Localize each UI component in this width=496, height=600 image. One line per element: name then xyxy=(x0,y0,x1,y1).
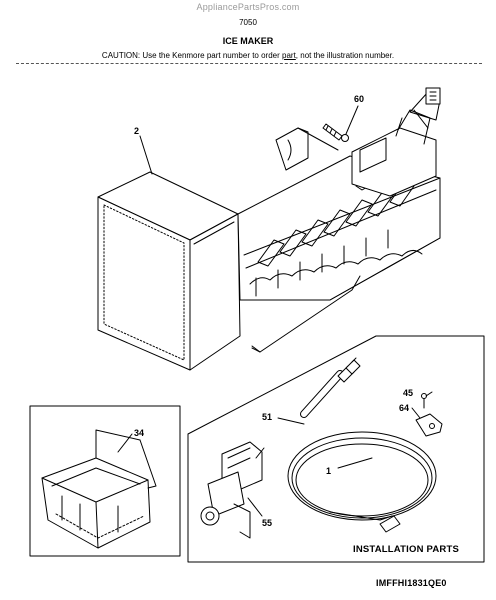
callout-34: 34 xyxy=(134,428,144,438)
screw-part-60 xyxy=(322,123,349,142)
header-divider xyxy=(16,63,482,64)
fill-tube-part-51 xyxy=(300,357,361,418)
callout-60: 60 xyxy=(354,94,364,104)
part-link[interactable]: part xyxy=(282,51,296,60)
caution-text-end: , not the illustration number. xyxy=(295,51,395,60)
callout-1: 1 xyxy=(326,466,331,476)
water-valve-part-55 xyxy=(200,441,265,539)
callout-45: 45 xyxy=(403,388,413,398)
callout-2: 2 xyxy=(134,126,139,136)
page-number: 7050 xyxy=(239,18,257,27)
clamp-part-64 xyxy=(415,413,443,437)
screw-part-45 xyxy=(421,393,427,409)
water-tube-part-1 xyxy=(287,431,437,533)
installation-parts-panel xyxy=(187,335,485,563)
ice-bucket-panel xyxy=(29,405,181,557)
watermark: AppliancePartsPros.com xyxy=(196,2,300,12)
installation-parts-label: INSTALLATION PARTS xyxy=(353,544,459,555)
page-title: ICE MAKER xyxy=(222,36,274,46)
caution-text-start: CAUTION: Use the Kenmore part number to … xyxy=(101,51,282,60)
ice-maker-assembly xyxy=(97,87,441,371)
callout-55: 55 xyxy=(262,518,272,528)
ice-bucket-part-34 xyxy=(41,429,157,549)
document-code: IMFFHI1831QE0 xyxy=(376,578,447,588)
callout-64: 64 xyxy=(399,403,409,413)
callout-51: 51 xyxy=(262,412,272,422)
caution-note: CAUTION: Use the Kenmore part number to … xyxy=(0,51,496,60)
